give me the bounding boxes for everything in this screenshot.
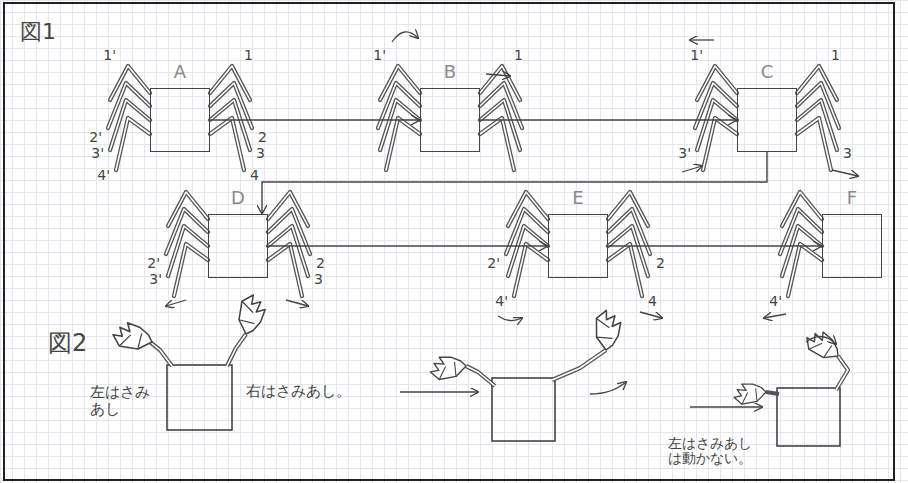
crab-body: E: [548, 214, 608, 278]
crab-body: B: [420, 88, 480, 152]
crab-legs: [268, 192, 310, 296]
claw-arm: [552, 350, 606, 380]
leg-number: 2: [656, 256, 665, 271]
step-arrow: [400, 391, 478, 392]
motion-arrow: [690, 39, 714, 40]
crab-body: A: [150, 88, 210, 152]
claw-scene-3: [733, 326, 848, 446]
claw-arm: [766, 392, 779, 394]
motion-arrow: [392, 32, 418, 42]
leg-number: 3': [91, 146, 104, 161]
claw-arm: [836, 356, 848, 390]
crab-legs: [480, 66, 522, 170]
note-text: 左はさみ あし: [90, 384, 156, 417]
crab-legs: [797, 66, 839, 170]
crab-legs: [108, 66, 150, 170]
stage-letter: D: [209, 188, 267, 208]
step-arrow: [210, 119, 420, 120]
motion-arrow: [832, 170, 858, 176]
crab-body: [167, 365, 232, 430]
note-text: 左はさみあし は動かない。: [668, 436, 760, 467]
leg-number: 2: [316, 256, 325, 271]
stage-letter: C: [738, 62, 796, 82]
figure-title: 図1: [20, 20, 56, 44]
motion-arrows: [166, 32, 858, 321]
note-text: 右はさみあし。: [246, 383, 351, 400]
leg-number: 1': [103, 48, 116, 63]
step-arrow: [608, 245, 822, 246]
step-arrow: [480, 119, 737, 120]
page-frame: [4, 3, 894, 480]
claw-arm: [150, 342, 172, 366]
leg-number: 4': [769, 294, 782, 309]
leg-number: 2: [258, 130, 267, 145]
claw-arm: [552, 350, 606, 380]
leg-number: 4: [250, 168, 259, 183]
leg-number: 3: [314, 272, 323, 287]
leg-number: 3: [256, 146, 265, 161]
claw-arm: [227, 334, 246, 366]
claw: [429, 354, 467, 384]
stage-letter: B: [421, 62, 479, 82]
claw-arm: [836, 356, 848, 390]
crab-legs: [506, 192, 548, 296]
figure-title: 図2: [48, 330, 87, 356]
crab-legs: [378, 66, 420, 170]
leg-number: 4': [97, 168, 110, 183]
claw-arm: [466, 366, 495, 386]
crab-body: [492, 378, 555, 441]
claw: [802, 326, 842, 367]
leg-number: 2': [487, 256, 500, 271]
crab-legs: [210, 66, 252, 170]
claw-scene-2: [429, 308, 626, 441]
crab-legs: [780, 192, 822, 296]
leg-number: 1: [514, 48, 523, 63]
leg-number: 1': [373, 48, 386, 63]
claw: [733, 381, 767, 408]
leg-number: 3': [678, 146, 691, 161]
motion-arrow: [590, 382, 626, 394]
motion-arrow: [682, 166, 702, 172]
leg-number: 3': [149, 272, 162, 287]
stage-letter: E: [549, 188, 607, 208]
leg-number: 4: [648, 294, 657, 309]
crab-legs: [166, 192, 208, 296]
leg-number: 2': [89, 130, 102, 145]
leg-number: 3: [843, 146, 852, 161]
claw: [587, 308, 625, 352]
motion-arrow: [764, 314, 786, 318]
leg-number: 1: [831, 48, 840, 63]
crab-body: D: [208, 214, 268, 278]
crab-body: [777, 388, 840, 446]
claw-arm: [227, 334, 246, 366]
motion-arrow: [498, 316, 522, 321]
motion-arrow: [286, 300, 308, 306]
claw-arm: [150, 342, 172, 366]
motion-arrow: [806, 336, 836, 344]
motion-arrow: [640, 312, 662, 318]
leg-number: 1: [244, 48, 253, 63]
step-arrow: [262, 152, 767, 214]
claw-scene-1: [110, 292, 271, 430]
stage-letter: A: [151, 62, 209, 82]
step-arrow: [268, 245, 548, 246]
leg-number: 1': [690, 48, 703, 63]
claw-arm: [466, 366, 495, 386]
claw: [229, 292, 271, 338]
crab-legs: [608, 192, 650, 296]
leg-number: 2': [147, 256, 160, 271]
crab-body: F: [822, 214, 882, 278]
claw: [110, 318, 156, 360]
step-arrow: [690, 406, 762, 407]
stage-letter: F: [823, 188, 881, 208]
leg-number: 4': [495, 294, 508, 309]
crab-legs: [695, 66, 737, 170]
crab-body: C: [737, 88, 797, 152]
motion-arrow: [166, 300, 186, 306]
motion-arrow: [486, 74, 510, 76]
